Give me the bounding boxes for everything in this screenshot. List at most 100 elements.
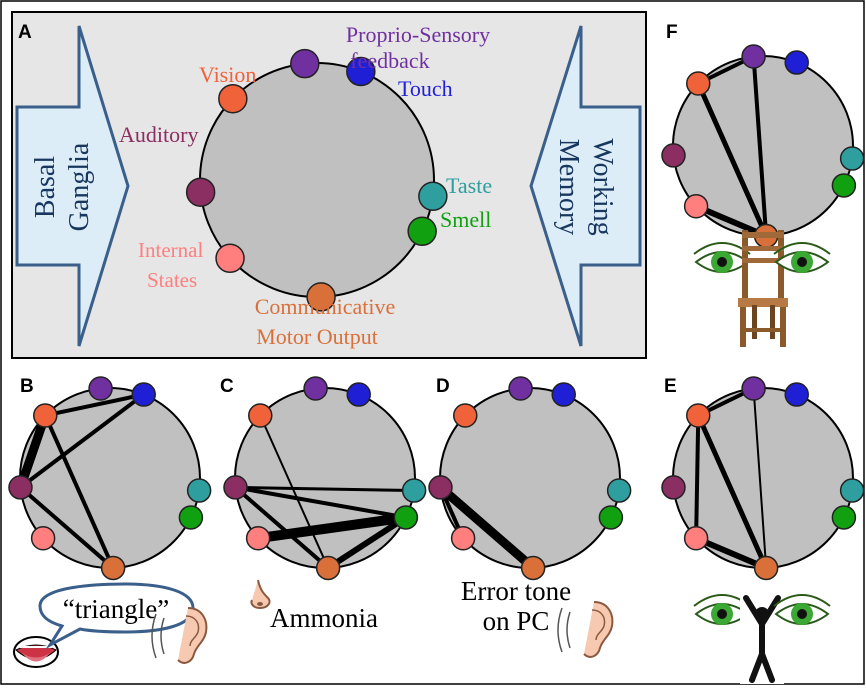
- proprio-label: Proprio-Sensory: [346, 22, 490, 47]
- connection-vision-motor: [43, 413, 116, 570]
- node-motor: [520, 555, 546, 581]
- eye-icon: [693, 242, 751, 273]
- connection-internal-motor: [693, 203, 770, 239]
- caption-d-line-2: on PC: [483, 606, 550, 636]
- connection-vision-touch: [43, 392, 146, 418]
- node-auditory: [428, 475, 453, 500]
- arrow-label-line: Basal: [30, 156, 61, 218]
- node-taste: [606, 478, 632, 503]
- ear-icon: [151, 607, 208, 664]
- connection-vision-motor: [695, 80, 769, 239]
- panel-d-network: [428, 376, 632, 581]
- basal-ganglia-label: Basal Ganglia: [30, 142, 95, 231]
- panel-label-e: E: [664, 376, 677, 397]
- node-internal: [450, 525, 476, 551]
- touch-label: Touch: [398, 76, 453, 101]
- node-touch: [131, 382, 156, 407]
- node-touch: [346, 56, 376, 87]
- node-auditory: [223, 475, 248, 500]
- basal-ganglia-arrow: [15, 25, 130, 347]
- panel-e-network: [661, 376, 865, 581]
- caption-c: Ammonia: [270, 603, 378, 633]
- internal-states-label: Internal: [138, 238, 203, 262]
- working-memory-label: Working Memory: [553, 138, 618, 235]
- node-vision: [218, 83, 248, 114]
- node-smell: [393, 505, 419, 530]
- panel-label-b: B: [20, 376, 34, 397]
- connection-auditory-taste: [233, 485, 416, 493]
- connection-vision-auditory: [15, 410, 50, 492]
- connection-internal-motor: [693, 535, 770, 571]
- mouth-icon: [13, 636, 59, 668]
- node-touch: [784, 50, 809, 75]
- node-vision: [453, 403, 478, 428]
- node-smell: [178, 505, 204, 530]
- node-smell: [598, 505, 624, 530]
- panel-label-d: D: [436, 376, 450, 397]
- connection-internal-smell: [253, 512, 411, 544]
- connection-auditory-touch: [18, 392, 146, 490]
- connection-proprio-motor: [752, 387, 768, 569]
- node-internal: [30, 525, 56, 551]
- working-memory-arrow: [529, 25, 642, 347]
- ear-icon: [557, 601, 614, 658]
- eye-icon: [693, 594, 751, 625]
- connection-auditory-motor: [233, 485, 331, 570]
- node-taste: [401, 478, 427, 503]
- node-vision: [248, 403, 273, 428]
- eye-icon: [773, 594, 831, 625]
- connection-auditory-smell: [233, 485, 408, 520]
- node-vision: [686, 403, 711, 428]
- panel-label-c: C: [220, 376, 234, 397]
- connection-motor-smell: [325, 514, 409, 571]
- node-internal: [245, 525, 271, 551]
- motor-output-label: Motor Output: [256, 324, 378, 349]
- panel-a-labels: Proprio-Sensory feedback Touch Vision Au…: [119, 22, 492, 349]
- node-motor: [100, 555, 126, 581]
- vision-label: Vision: [199, 62, 256, 87]
- panel-label-f: F: [666, 22, 678, 43]
- node-taste: [418, 181, 448, 212]
- node-auditory: [8, 475, 33, 500]
- node-auditory: [185, 177, 216, 207]
- arrow-label-line: Memory: [553, 139, 584, 235]
- node-smell: [831, 173, 857, 198]
- node-touch: [784, 382, 809, 407]
- connection-vision-internal: [694, 413, 701, 541]
- nose-icon: [250, 579, 271, 610]
- node-proprio: [290, 48, 320, 79]
- caption-d-line-1: Error tone: [461, 576, 571, 606]
- node-proprio: [741, 44, 766, 69]
- node-proprio: [508, 376, 533, 401]
- node-proprio: [741, 376, 766, 401]
- node-proprio: [88, 376, 113, 401]
- motor-output-label: Communicative: [255, 294, 396, 319]
- connection-auditory-motor: [18, 485, 116, 570]
- caption-b: “triangle”: [63, 594, 169, 624]
- node-internal: [215, 243, 245, 274]
- speech-bubble-icon: [38, 582, 195, 649]
- smell-label: Smell: [440, 207, 491, 232]
- node-internal: [683, 525, 709, 551]
- node-smell: [407, 216, 437, 247]
- node-auditory: [661, 143, 686, 168]
- node-touch: [551, 382, 576, 407]
- node-internal: [683, 193, 709, 219]
- internal-states-label: States: [147, 268, 197, 292]
- node-vision: [686, 71, 711, 96]
- panel-f-network: [661, 44, 865, 249]
- taste-label: Taste: [446, 173, 492, 198]
- node-motor: [306, 282, 336, 312]
- proprio-label: feedback: [350, 48, 429, 73]
- arrow-label-line: Ganglia: [64, 142, 95, 231]
- node-taste: [186, 478, 212, 503]
- node-motor: [753, 555, 779, 581]
- node-smell: [831, 505, 857, 530]
- panel-label-a: A: [18, 22, 32, 43]
- node-taste: [839, 146, 865, 171]
- panel-c-network: [223, 376, 427, 581]
- panel-b-network: [8, 376, 212, 581]
- panel-a-network: [185, 48, 448, 312]
